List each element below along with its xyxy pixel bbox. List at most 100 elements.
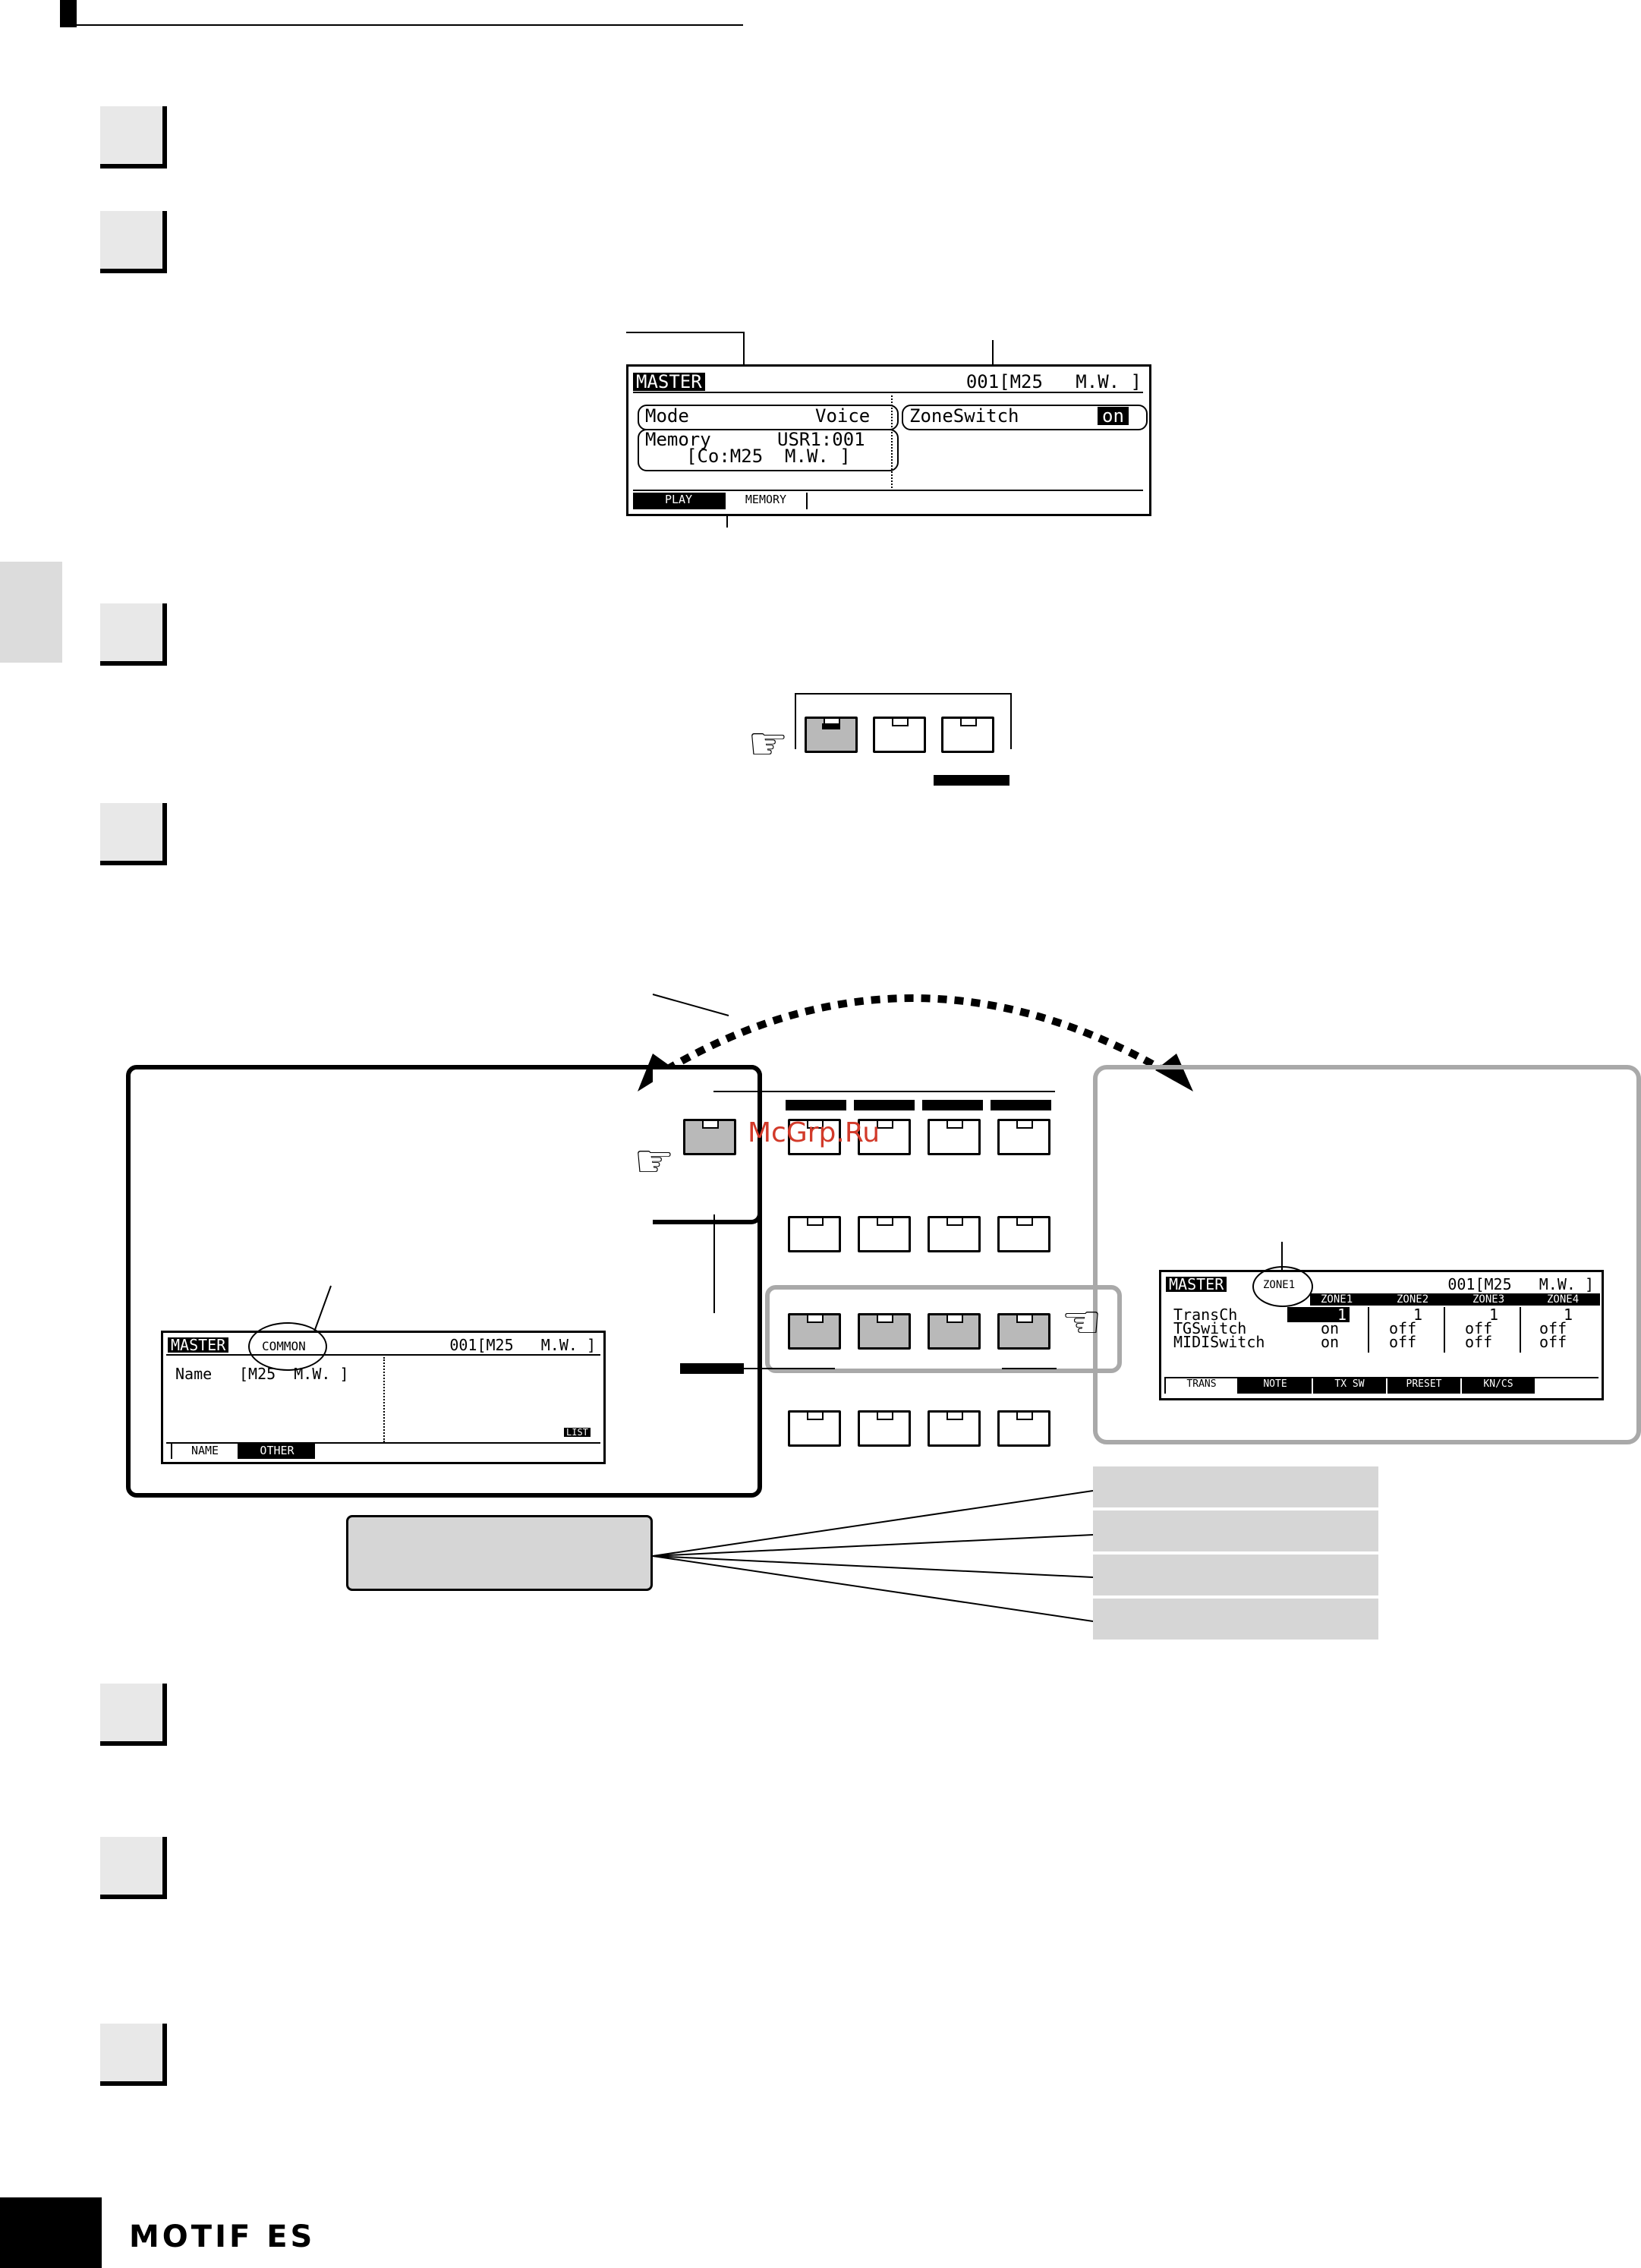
zone-col-1: ZONE1 [1321, 1293, 1353, 1306]
common-list-tag[interactable]: LIST [564, 1428, 591, 1437]
zone-header-right: 001[M25 M.W. ] [1447, 1275, 1594, 1293]
grid-button-r1c2[interactable] [858, 1119, 911, 1155]
screen1-mode-label: Mode [645, 405, 689, 427]
zone-col-sep-2 [1444, 1307, 1445, 1353]
step-box-7 [100, 2024, 167, 2086]
zone-cell-cursor [1287, 1307, 1350, 1322]
tab-kn-cs[interactable]: KN/CS [1462, 1378, 1535, 1394]
zone-cell-r1c2[interactable]: 1 [1413, 1306, 1423, 1324]
common-frame [126, 1065, 762, 1498]
step-box-2 [100, 211, 167, 273]
screen1-tab-rule [633, 490, 1143, 491]
lamp-2 [854, 1100, 915, 1110]
screen1-divider [891, 395, 893, 488]
footer-logo: MOTIF ES [129, 2219, 316, 2254]
lamp-4 [991, 1100, 1051, 1110]
target-label-box-1 [1093, 1466, 1378, 1507]
zone-cell-r1c1[interactable]: 1 [1337, 1306, 1347, 1324]
grid-label-bar [680, 1363, 744, 1374]
header-marker [60, 0, 77, 27]
zone-button-4[interactable] [997, 1313, 1050, 1350]
target-label-box-2 [1093, 1510, 1378, 1551]
button-1-indicator [822, 723, 840, 729]
tab-memory[interactable]: MEMORY [724, 493, 808, 509]
mode-button-1[interactable] [805, 717, 858, 753]
lamp-bracket [713, 1091, 1055, 1092]
screen1-zone-value: on [1098, 407, 1129, 425]
zone-button-1[interactable] [788, 1313, 841, 1350]
zone-cell-r3c1[interactable]: on [1321, 1333, 1340, 1351]
zone-cell-r1c3[interactable]: 1 [1489, 1306, 1499, 1324]
screen1-zone-field[interactable] [902, 405, 1148, 430]
grid-button-r4c2[interactable] [858, 1410, 911, 1447]
zone-cell-r2c4[interactable]: off [1539, 1319, 1567, 1337]
screen1-memory-label: Memory [645, 429, 711, 450]
grid-button-r4c1[interactable] [788, 1410, 841, 1447]
mode-button-2[interactable] [873, 717, 926, 753]
grid-button-r2c1[interactable] [788, 1216, 841, 1252]
target-label-box-4 [1093, 1599, 1378, 1640]
tab-trans[interactable]: TRANS [1164, 1378, 1239, 1394]
target-label-box-3 [1093, 1555, 1378, 1595]
zone-title: MASTER [1166, 1277, 1227, 1292]
common-lcd: MASTER COMMON 001[M25 M.W. ] Name [M25 M… [161, 1322, 606, 1464]
screen1-lcd: MASTER 001[M25 M.W. ] Mode Voice Memory … [626, 364, 1151, 516]
zone-col-2: ZONE2 [1397, 1293, 1429, 1306]
zone-cell-r2c3[interactable]: off [1465, 1319, 1493, 1337]
zone-column-header-bar [1310, 1293, 1600, 1306]
source-label-box [346, 1515, 653, 1591]
zone-highlight-circle [1252, 1266, 1313, 1307]
pointing-hand-icon: ☞ [634, 1135, 675, 1188]
page-number-block [0, 2197, 102, 2268]
zone-cell-r2c1[interactable]: on [1321, 1319, 1340, 1337]
zone-cell-r3c3[interactable]: off [1465, 1333, 1493, 1351]
grid-button-r4c4[interactable] [997, 1410, 1050, 1447]
screen1-mode-value: Voice [815, 405, 871, 427]
screen1-memory-sub: [Co:M25 M.W. ] [686, 446, 851, 467]
step-box-4 [100, 803, 167, 865]
step-box-3 [100, 603, 167, 666]
common-name-value[interactable]: [M25 M.W. ] [239, 1365, 349, 1383]
screen1-title: MASTER [633, 373, 705, 391]
common-title: MASTER [168, 1337, 229, 1353]
zone-col-3: ZONE3 [1472, 1293, 1505, 1306]
grid-button-r1c3[interactable] [928, 1119, 981, 1155]
step-box-6 [100, 1837, 167, 1899]
grid-button-r2c3[interactable] [928, 1216, 981, 1252]
zone-button-3[interactable] [928, 1313, 981, 1350]
zone-buttons-frame [765, 1285, 1122, 1373]
tab-other[interactable]: OTHER [239, 1444, 315, 1459]
tab-note[interactable]: NOTE [1239, 1378, 1312, 1394]
zone-cell-r1c4[interactable]: 1 [1564, 1306, 1573, 1324]
zone-cell-r2c2[interactable]: off [1389, 1319, 1417, 1337]
tab-tx-sw[interactable]: TX SW [1313, 1378, 1386, 1394]
zone-row-label-tgswitch: TGSwitch [1173, 1319, 1247, 1337]
zone-button-2[interactable] [858, 1313, 911, 1350]
mode-button-3[interactable] [941, 717, 994, 753]
zone-row-label-transch: TransCh [1173, 1306, 1238, 1324]
common-edit-button[interactable] [683, 1119, 736, 1155]
zone-cell-r3c4[interactable]: off [1539, 1333, 1567, 1351]
tab-preset[interactable]: PRESET [1387, 1378, 1460, 1394]
fan-lines [653, 1490, 1093, 1622]
screen1-header-right: 001[M25 M.W. ] [965, 371, 1142, 392]
grid-button-r2c4[interactable] [997, 1216, 1050, 1252]
dashed-arrow-icon [638, 994, 1193, 1091]
grid-button-r1c4[interactable] [997, 1119, 1050, 1155]
grid-button-r1c1[interactable] [788, 1119, 841, 1155]
tab-play[interactable]: PLAY [633, 493, 724, 509]
tab-name[interactable]: NAME [171, 1444, 239, 1459]
button-group-frame [795, 693, 1012, 749]
grid-button-r2c2[interactable] [858, 1216, 911, 1252]
zone-row-label-midiswitch: MIDISwitch [1173, 1333, 1265, 1351]
common-callout-line [312, 1285, 332, 1337]
zone-callout-line [1281, 1242, 1283, 1274]
screen1-memory-field[interactable] [638, 429, 899, 471]
grid-button-r4c3[interactable] [928, 1410, 981, 1447]
watermark: McGrp.Ru [748, 1117, 880, 1148]
screen1-memory-value: USR1:001 [777, 429, 865, 450]
zone-cell-r3c2[interactable]: off [1389, 1333, 1417, 1351]
zone-col-sep-1 [1368, 1307, 1369, 1353]
common-header-rule [166, 1354, 600, 1356]
screen1-zone-label: ZoneSwitch [909, 405, 1019, 427]
